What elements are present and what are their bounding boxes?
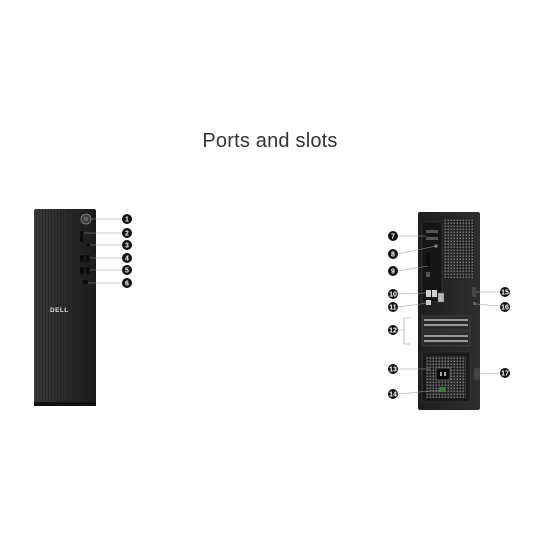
- callout-11: 11: [388, 302, 398, 312]
- svg-text:1: 1: [125, 217, 129, 224]
- callout-10: 10: [388, 289, 398, 299]
- svg-text:11: 11: [389, 305, 397, 312]
- callout-14: 14: [388, 389, 398, 399]
- rear-callouts: 7 8 9 10 11 12 13 14 15 16 17: [388, 231, 510, 399]
- rear-vent-top: [444, 218, 474, 278]
- psu-diagnostic-led: [440, 387, 446, 392]
- power-button-led-icon: [83, 216, 89, 222]
- rear-usb-1[interactable]: [426, 290, 431, 297]
- padlock-ring[interactable]: [472, 287, 476, 297]
- svg-text:2: 2: [125, 231, 129, 238]
- callout-8: 8: [388, 249, 398, 259]
- svg-text:15: 15: [501, 290, 509, 297]
- usb-port-1[interactable]: [80, 255, 84, 262]
- svg-text:16: 16: [501, 305, 509, 312]
- svg-text:14: 14: [389, 392, 397, 399]
- svg-text:12: 12: [389, 328, 397, 335]
- svg-text:3: 3: [125, 243, 129, 250]
- audio-jack[interactable]: [86, 243, 90, 247]
- callout-2: 2: [122, 228, 132, 238]
- rear-chassis: [418, 212, 480, 410]
- rear-usb-2[interactable]: [432, 290, 437, 297]
- svg-text:5: 5: [125, 268, 129, 275]
- dell-logo: DELL: [50, 307, 69, 314]
- svg-text:6: 6: [125, 281, 129, 288]
- usb-port-3[interactable]: [80, 267, 84, 274]
- callout-7: 7: [388, 231, 398, 241]
- svg-text:7: 7: [391, 234, 395, 241]
- front-chassis: DELL: [34, 209, 96, 406]
- usb-port-4[interactable]: [85, 267, 90, 274]
- rear-port-hdmi[interactable]: [426, 237, 438, 240]
- callout-13: 13: [388, 364, 398, 374]
- usb-port-2[interactable]: [85, 255, 90, 262]
- callout-9: 9: [388, 266, 398, 276]
- callout-1: 1: [122, 214, 132, 224]
- usb-c-port[interactable]: [83, 280, 88, 284]
- front-leader-lines: [84, 218, 122, 284]
- svg-text:8: 8: [391, 252, 395, 259]
- svg-text:17: 17: [501, 371, 509, 378]
- callout-16: 16: [500, 302, 510, 312]
- callout-4: 4: [122, 253, 132, 263]
- callout-15: 15: [500, 287, 510, 297]
- rear-leader-lines: [397, 235, 501, 395]
- svg-text:13: 13: [389, 367, 397, 374]
- callout-5: 5: [122, 265, 132, 275]
- rear-port-displayport[interactable]: [426, 230, 438, 233]
- svg-text:4: 4: [125, 256, 129, 263]
- svg-text:10: 10: [389, 292, 397, 299]
- sd-card-slot[interactable]: [80, 231, 83, 242]
- power-connector[interactable]: [435, 367, 451, 381]
- expansion-slots: [421, 315, 471, 347]
- callout-17: 17: [500, 368, 510, 378]
- front-ports: [80, 213, 92, 284]
- release-latch[interactable]: [474, 368, 480, 380]
- callout-12: 12: [388, 325, 398, 335]
- security-cable-slot[interactable]: [473, 302, 476, 305]
- rear-usb-3[interactable]: [426, 300, 431, 305]
- front-callouts: 1 2 3 4 5 6: [122, 214, 132, 288]
- callout-3: 3: [122, 240, 132, 250]
- rear-ethernet-port[interactable]: [437, 292, 445, 303]
- rear-port-serial[interactable]: [426, 272, 430, 277]
- svg-text:9: 9: [391, 269, 395, 276]
- page-title: Ports and slots: [202, 130, 338, 152]
- callout-6: 6: [122, 278, 132, 288]
